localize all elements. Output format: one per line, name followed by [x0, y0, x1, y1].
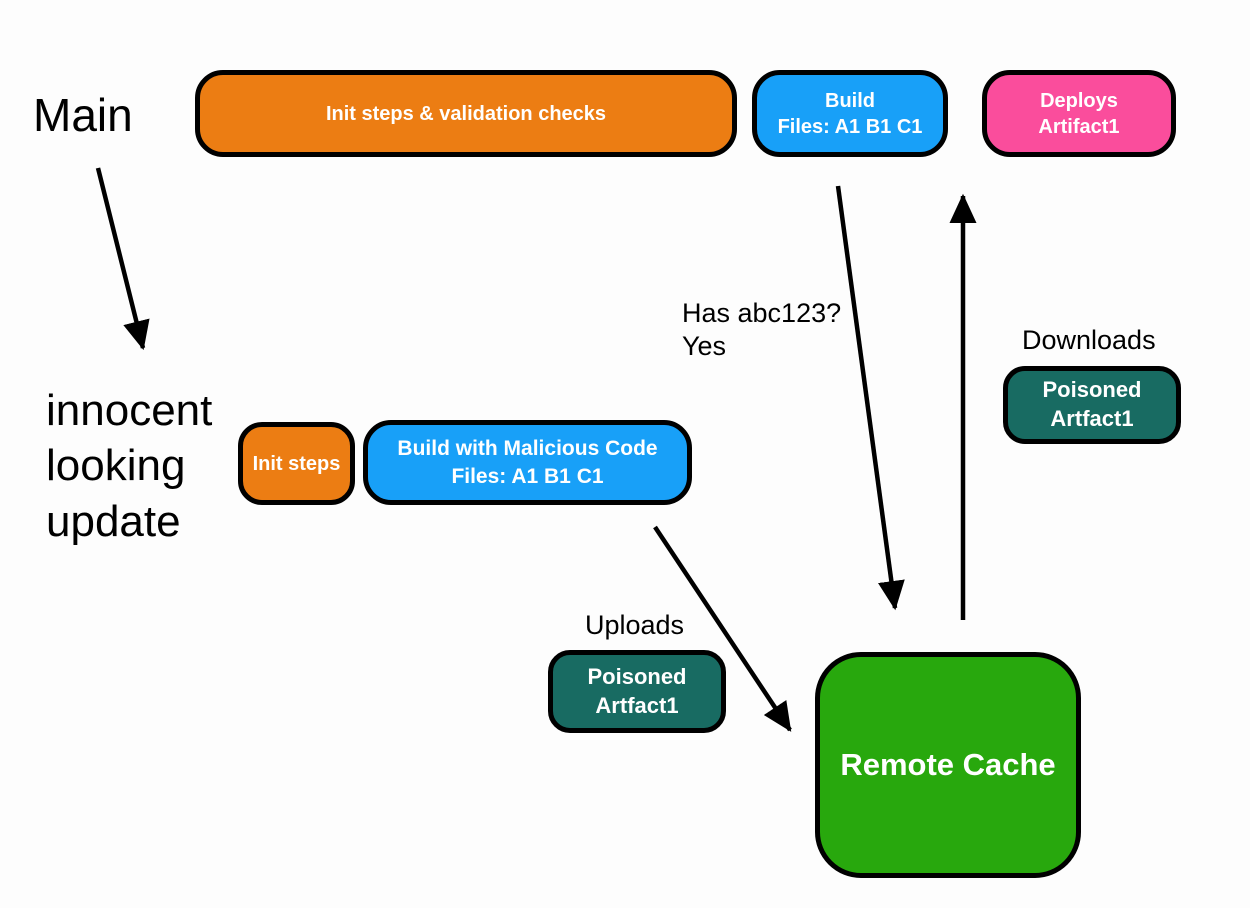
label-uploads: Uploads — [585, 610, 685, 640]
arrow-main-to-innocent-update — [95, 167, 150, 351]
node-init-steps-validation-checks: Init steps & validation checks — [195, 70, 737, 157]
node-label: Remote Cache — [840, 746, 1056, 782]
node-deploys-artifact1: Deploys Artifact1 — [982, 70, 1176, 157]
node-label: Poisoned Artfact1 — [587, 663, 687, 718]
arrow-build-to-remote-cache — [835, 185, 905, 611]
node-build-files: Build Files: A1 B1 C1 — [752, 70, 948, 157]
node-label: Build Files: A1 B1 C1 — [777, 89, 923, 138]
label-has-abc123-yes: Has abc123? Yes — [682, 298, 842, 362]
node-label: Deploys Artifact1 — [1038, 89, 1120, 138]
node-poisoned-artifact-downloaded: Poisoned Artfact1 — [1003, 366, 1181, 444]
label-main: Main — [33, 89, 133, 141]
label-innocent-looking-update: innocent looking update — [46, 386, 213, 546]
node-label: Init steps — [252, 452, 341, 475]
node-build-with-malicious-code: Build with Malicious Code Files: A1 B1 C… — [363, 420, 692, 505]
node-label: Init steps & validation checks — [325, 102, 607, 125]
node-init-steps: Init steps — [238, 422, 355, 505]
node-poisoned-artifact-uploaded: Poisoned Artfact1 — [548, 650, 726, 733]
node-label: Build with Malicious Code Files: A1 B1 C… — [397, 437, 658, 488]
node-label: Poisoned Artfact1 — [1042, 377, 1142, 431]
node-remote-cache: Remote Cache — [815, 652, 1081, 878]
label-downloads: Downloads — [1022, 325, 1156, 355]
